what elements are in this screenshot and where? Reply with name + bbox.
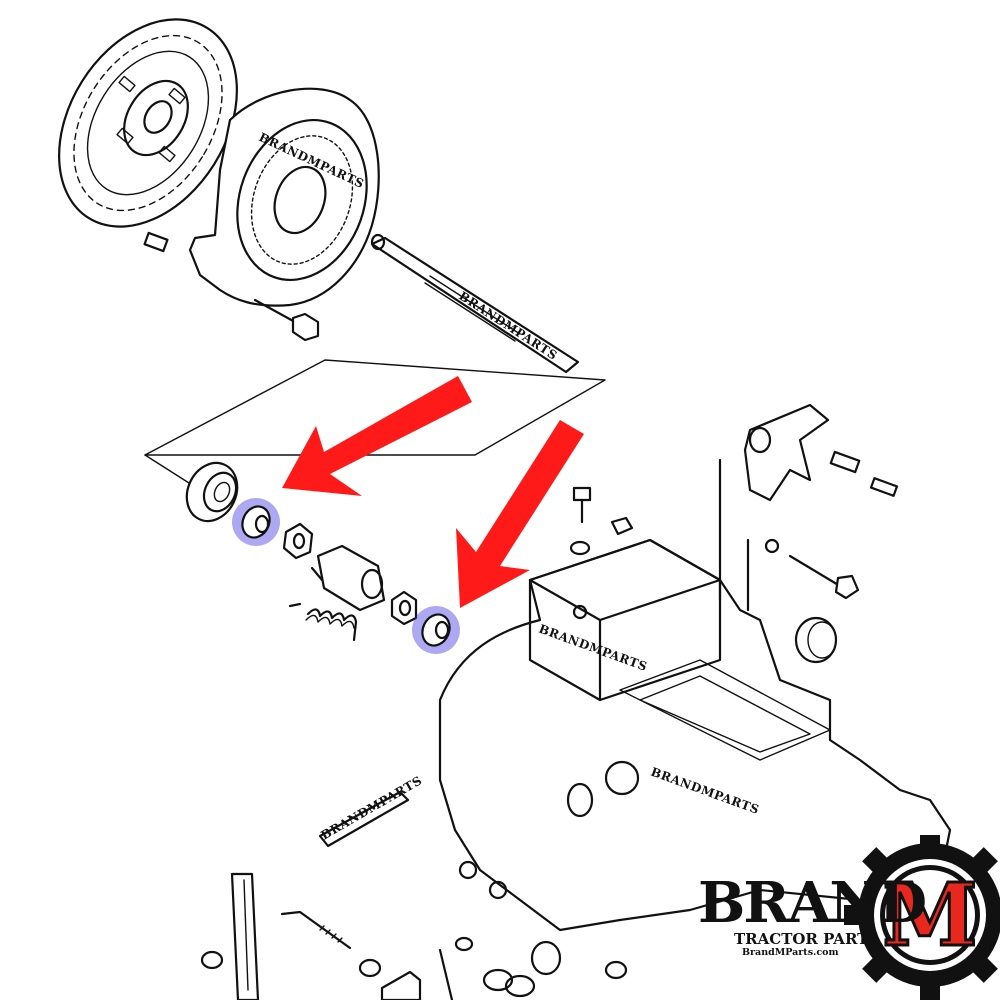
nut-left [282, 522, 314, 560]
lower-washer [454, 936, 474, 952]
transmission-housing: BRANDMPARTS BRANDMPARTS [438, 538, 952, 932]
dowel-pin [143, 231, 169, 253]
release-bearing [185, 461, 239, 523]
roll-pin [829, 450, 861, 474]
nut-right [390, 590, 418, 626]
lower-bracket [380, 948, 454, 1000]
logo-brand: BRAND [698, 870, 927, 936]
bushing-right [412, 606, 460, 654]
gear-icon: M [844, 835, 1000, 1000]
small-plug [610, 516, 634, 536]
lower-nut [200, 950, 224, 970]
clutch-disc [58, 18, 238, 228]
logo-tagline: TRACTOR PARTS [734, 930, 880, 948]
watermark-text: BRANDMPARTS [319, 773, 425, 842]
bushing-left [232, 498, 280, 546]
pedal-lever [230, 872, 260, 1000]
roll-pin [869, 477, 899, 497]
threaded-rod [280, 910, 352, 950]
return-spring [288, 602, 358, 642]
shift-fork [718, 403, 830, 612]
lower-bushing [530, 940, 562, 976]
o-rings [482, 968, 536, 998]
plate-bolt [253, 298, 320, 342]
brand-logo: M BRAND TRACTOR PARTS BrandMParts.com [690, 835, 1000, 1000]
release-fork-hub [310, 544, 386, 612]
long-bolt [764, 538, 860, 600]
lower-nut [358, 958, 382, 978]
red-arrow-right [456, 420, 584, 608]
red-arrow-left [282, 376, 472, 496]
logo-url: BrandMParts.com [742, 947, 839, 958]
small-bolt-lower [604, 960, 628, 980]
main-shaft: BRANDMPARTS [370, 233, 580, 374]
clutch-rod: BRANDMPARTS [319, 773, 425, 848]
cap-plug [794, 616, 838, 664]
watermark-text: BRANDMPARTS [456, 289, 560, 363]
logo-letter: M [882, 865, 977, 966]
pressure-plate: BRANDMPARTS [188, 87, 380, 307]
vertical-bolt [569, 486, 592, 556]
